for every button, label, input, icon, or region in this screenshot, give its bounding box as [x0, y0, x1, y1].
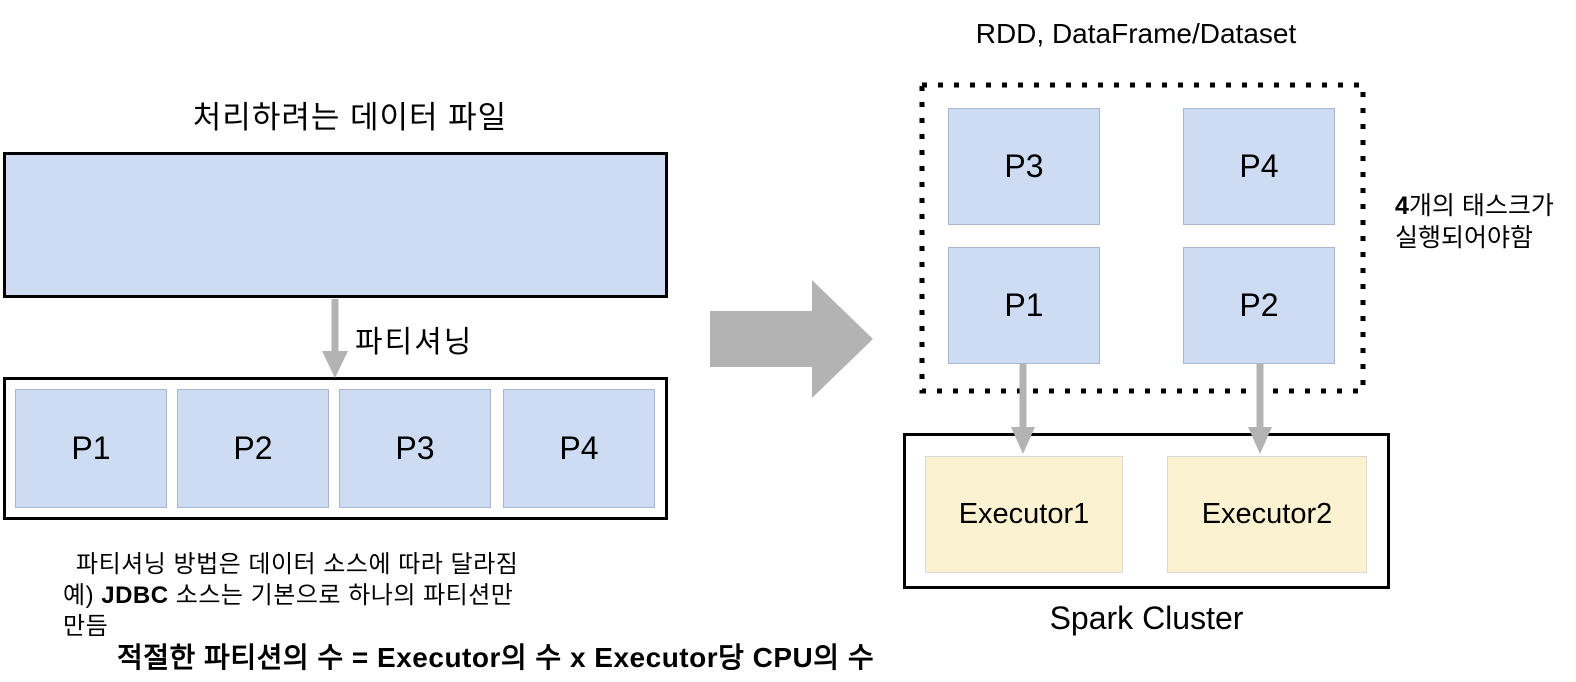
- rdd-partition-p4: P4: [1183, 108, 1335, 225]
- task-count-annotation: 4개의 태스크가 실행되어야함: [1395, 190, 1554, 254]
- partition-count-formula: 적절한 파티션의 수 = Executor의 수 x Executor당 CPU…: [117, 642, 875, 673]
- rdd-partition-p2: P2: [1183, 247, 1335, 364]
- partitioning-down-arrow-icon: [322, 299, 348, 378]
- partition-box-p1: P1: [15, 389, 167, 508]
- partition-box-p3: P3: [339, 389, 491, 508]
- annotation-line-1: 4개의 태스크가: [1395, 192, 1554, 220]
- caption-jdbc-bold: JDBC: [101, 582, 169, 609]
- partition-row-box: P1 P2 P3 P4: [3, 377, 668, 520]
- caption-line-3: 만듬: [63, 613, 109, 640]
- partition-box-p4: P4: [503, 389, 655, 508]
- transform-right-arrow-icon: [710, 280, 873, 398]
- partitioning-arrow-label: 파티셔닝: [355, 326, 474, 359]
- caption-line-1: 파티셔닝 방법은 데이터 소스에 따라 달라짐: [76, 551, 519, 578]
- executor1-box: Executor1: [925, 456, 1123, 573]
- rdd-title: RDD, DataFrame/Dataset: [975, 18, 1297, 49]
- annotation-line-2: 실행되어야함: [1395, 224, 1534, 252]
- rdd-partition-p3: P3: [948, 108, 1100, 225]
- rdd-partition-p1: P1: [948, 247, 1100, 364]
- partitioning-caption: 파티셔닝 방법은 데이터 소스에 따라 달라짐 예) JDBC 소스는 기본으로…: [63, 549, 518, 642]
- annotation-count-bold: 4: [1395, 192, 1409, 220]
- partition-box-p2: P2: [177, 389, 329, 508]
- spark-cluster-label: Spark Cluster: [1049, 600, 1244, 636]
- source-file-title: 처리하려는 데이터 파일: [192, 100, 508, 135]
- source-data-file-box: [3, 152, 668, 298]
- caption-line-2: 예) JDBC 소스는 기본으로 하나의 파티션만: [63, 582, 514, 609]
- executor2-box: Executor2: [1167, 456, 1367, 573]
- spark-cluster-box: Executor1 Executor2: [903, 433, 1390, 589]
